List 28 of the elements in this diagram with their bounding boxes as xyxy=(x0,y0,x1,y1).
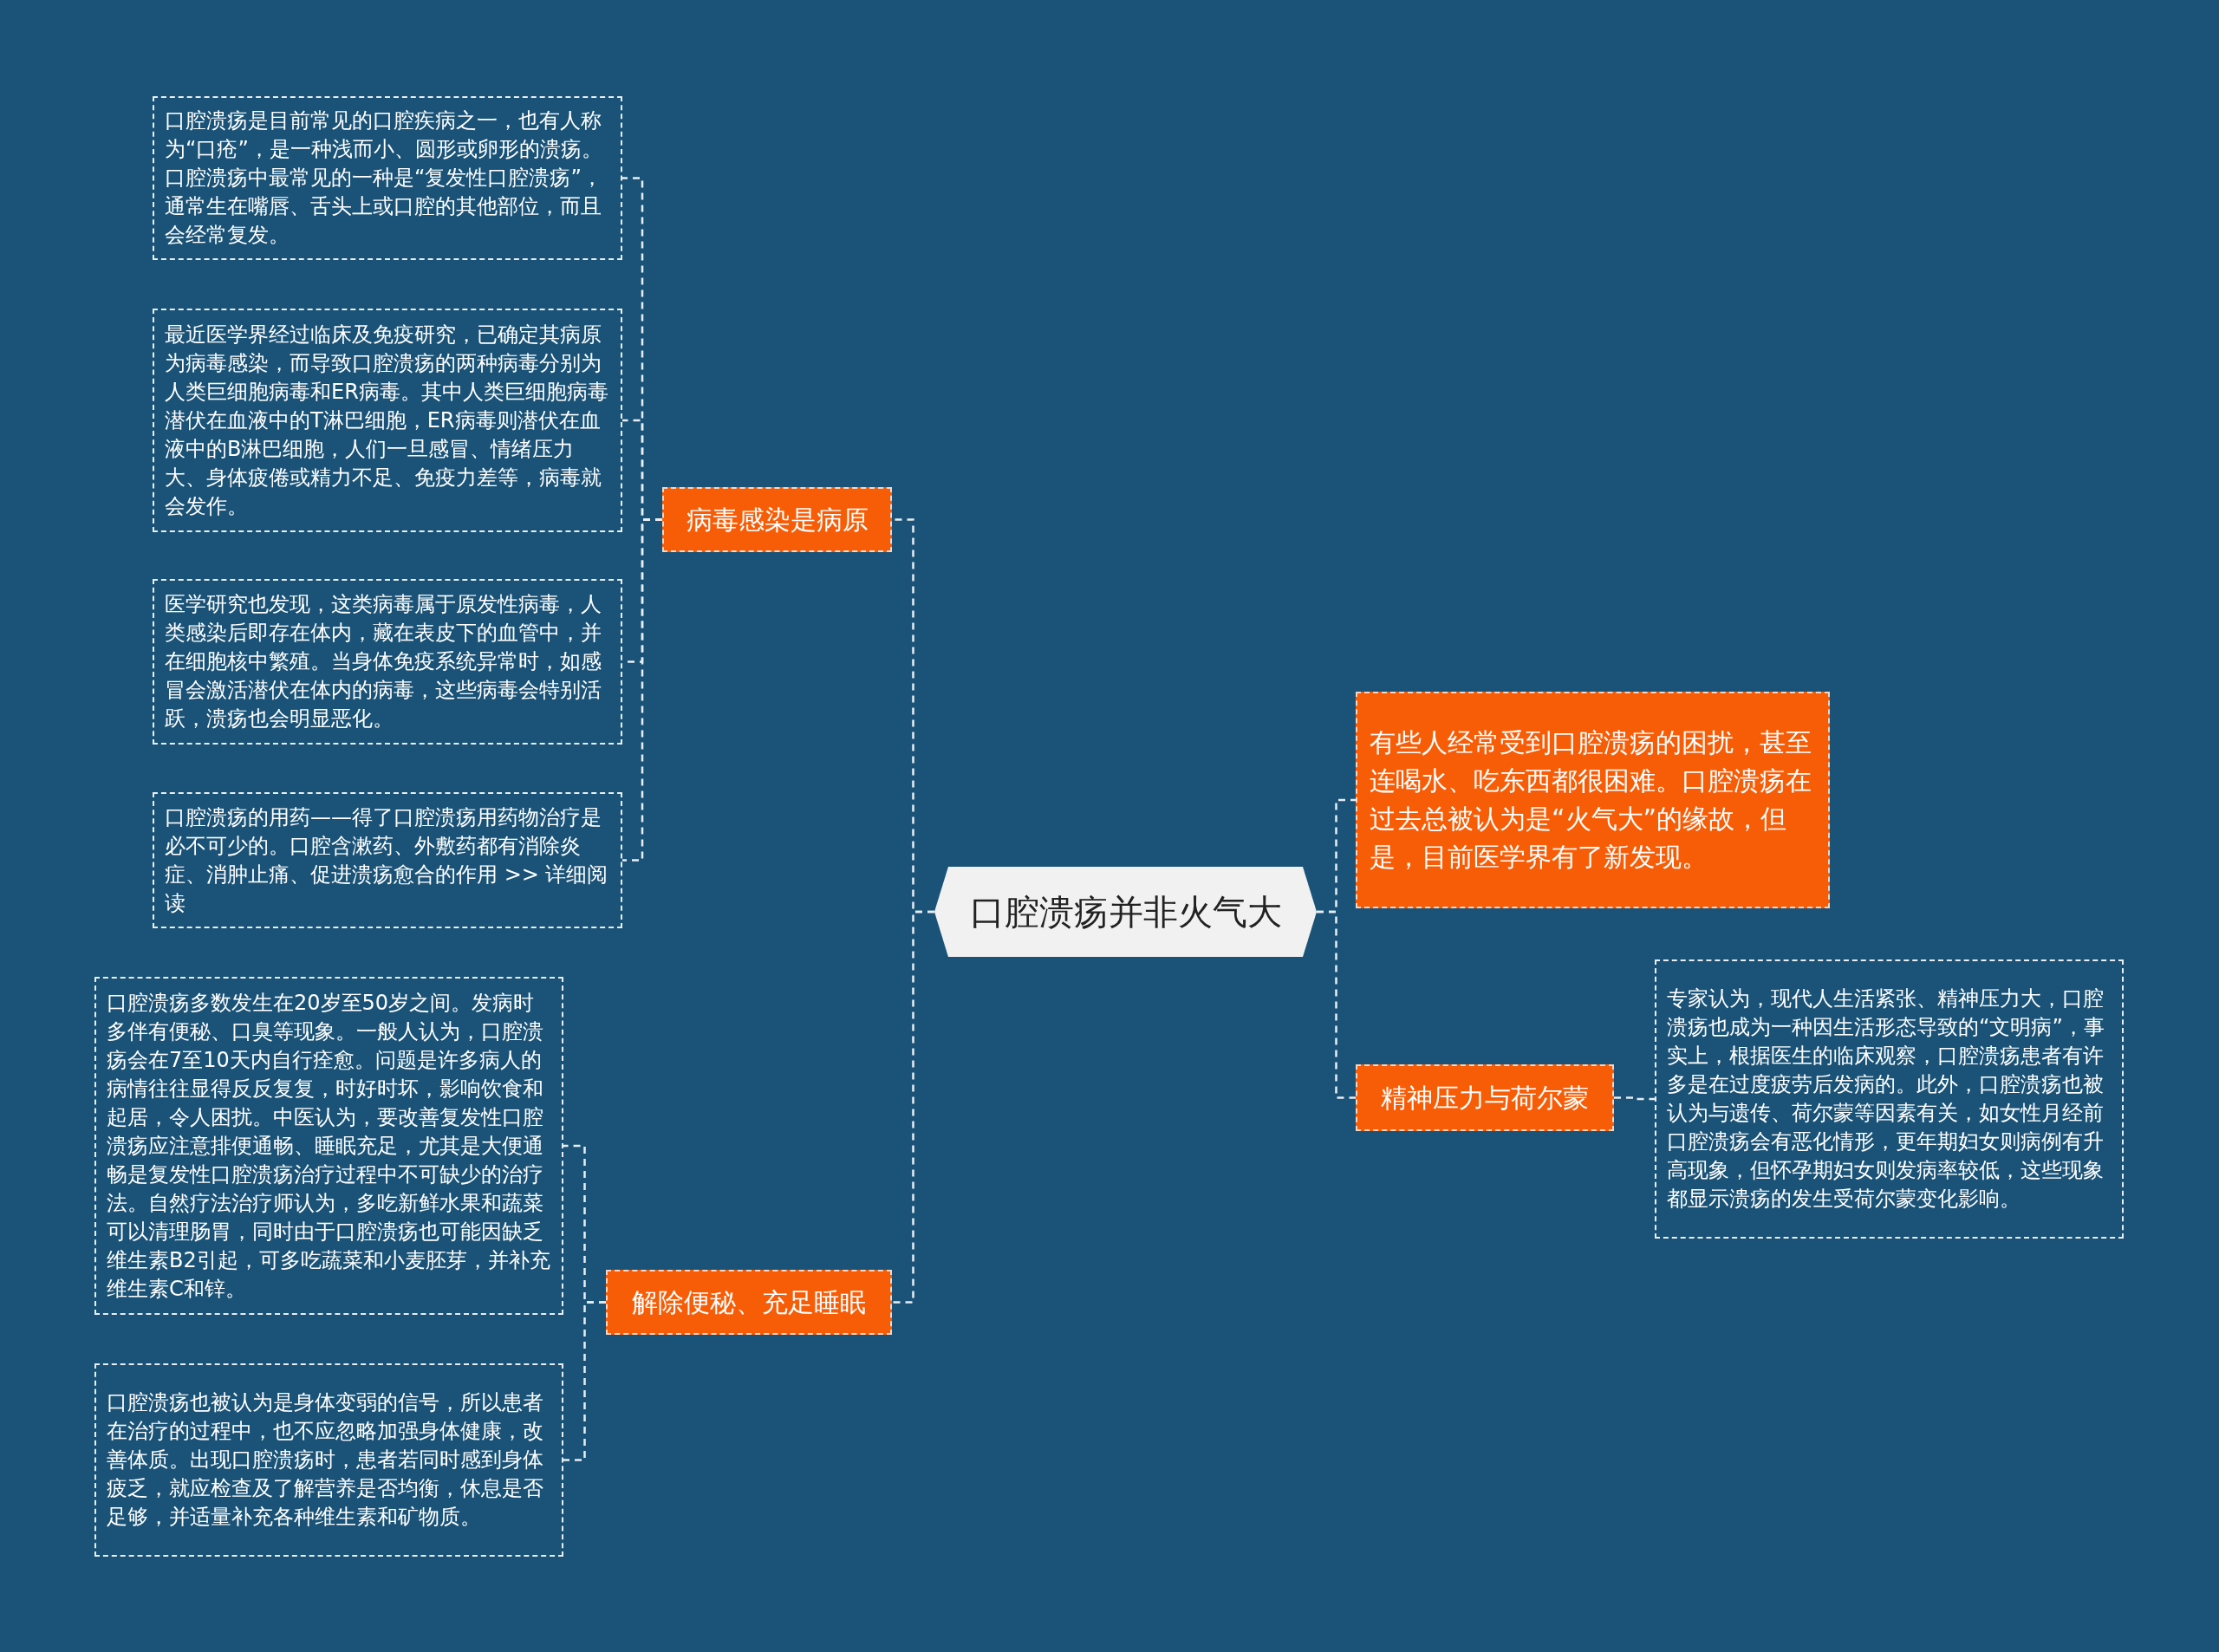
topic-box xyxy=(1356,1064,1614,1131)
topic-text: 精神压力与荷尔蒙 xyxy=(1381,1081,1589,1115)
topic-box xyxy=(662,487,892,552)
topic-text: 口腔溃疡也被认为是身体变弱的信号，所以患者在治疗的过程中，也不应忽略加强身体健康，改善体质。出现口腔溃疡时，患者若同时感到身体疲乏，就应检查及了解营养是否均衡，休息是否足够，并适量补充各种维生素和矿物质。 xyxy=(107,1389,544,1531)
topic-text: 有些人经常受到口腔溃疡的困扰，甚至连喝水、吃东西都很困难。口腔溃疡在过去总被认为是“火气大”的缘故，但是，目前医学界有了新发现。 xyxy=(1370,726,1812,874)
connector-line xyxy=(622,518,662,862)
connector-line xyxy=(1317,910,1356,1099)
topic-box xyxy=(606,1270,892,1335)
note-box xyxy=(153,309,622,532)
connector-line xyxy=(892,910,934,1304)
topic-text: 最近医学界经过临床及免疫研究，已确定其病原为病毒感染，而导致口腔溃疡的两种病毒分别为人类巨细胞病毒和ER病毒。其中人类巨细胞病毒潜伏在血液中的T淋巴细胞，ER病毒则潜伏在血液中的B淋巴细胞，人们一旦感冒、情绪压力大、身体疲倦或精力不足、免疫力差等，病毒就会发作。 xyxy=(165,321,609,520)
topic-text: 解除便秘、充足睡眠 xyxy=(632,1285,866,1319)
central-topic xyxy=(934,867,1317,957)
topic-text: 病毒感染是病原 xyxy=(686,503,869,537)
topic-text: 专家认为，现代人生活紧张、精神压力大，口腔溃疡也成为一种因生活形态导致的“文明病”，事实上，根据医生的临床观察，口腔溃疡患者有许多是在过度疲劳后发病的。此外，口腔溃疡也被认为与遗传、荷尔蒙等因素有关，如女性月经前口腔溃疡会有恶化情形，更年期妇女则病例有升高现象，但怀孕期妇女则发病率较低，这些现象都显示溃疡的发生受荷尔蒙变化影响。 xyxy=(1667,985,2105,1213)
topic-text: 口腔溃疡是目前常见的口腔疾病之一，也有人称为“口疮”，是一种浅而小、圆形或卵形的溃疡。口腔溃疡中最常见的一种是“复发性口腔溃疡”，通常生在嘴唇、舌头上或口腔的其他部位，而且会经常复发。 xyxy=(165,107,603,249)
topic-box xyxy=(1356,692,1830,908)
topic-text: 口腔溃疡多数发生在20岁至50岁之间。发病时多伴有便秘、口臭等现象。一般人认为，口腔溃疡会在7至10天内自行痊愈。问题是许多病人的病情往往显得反反复复，时好时坏，影响饮食和起居，令人困扰。中医认为，要改善复发性口腔溃疡应注意排便通畅、睡眠充足，尤其是大便通畅是复发性口腔溃疡治疗过程中不可缺少的治疗法。自然疗法治疗师认为，多吃新鲜水果和蔬菜可以清理肠胃，同时由于口腔溃疡也可能因缺乏维生素B2引起，可多吃蔬菜和小麦胚芽，并补充维生素C和锌。 xyxy=(107,989,551,1303)
topic-title: 口腔溃疡并非火气大 xyxy=(969,890,1282,933)
note-box xyxy=(1655,959,2124,1239)
connector-line xyxy=(563,1301,606,1461)
note-box xyxy=(94,1363,563,1557)
note-box xyxy=(153,792,622,928)
topic-text: 医学研究也发现，这类病毒属于原发性病毒，人类感染后即存在体内，藏在表皮下的血管中，并在细胞核中繁殖。当身体免疫系统异常时，如感冒会激活潜伏在体内的病毒，这些病毒会特别活跃，溃疡也会明显恶化。 xyxy=(165,591,602,732)
note-box xyxy=(153,579,622,745)
note-box xyxy=(153,96,622,260)
topic-text: 口腔溃疡的用药——得了口腔溃疡用药物治疗是必不可少的。口腔含漱药、外敷药都有消除炎症、消肿止痛、促进溃疡愈合的作用 >> 详细阅读 xyxy=(165,803,609,917)
connector-line xyxy=(1614,1096,1655,1101)
